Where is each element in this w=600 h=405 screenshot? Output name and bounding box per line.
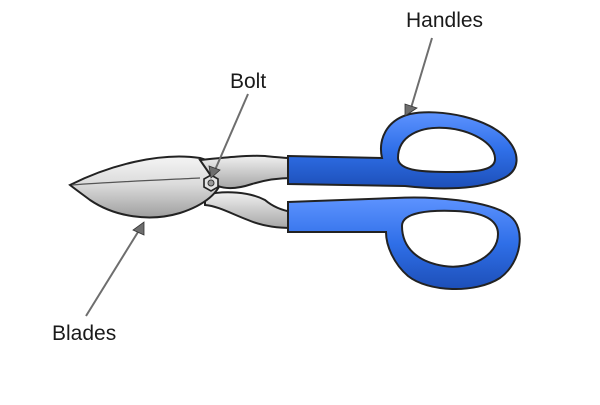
lower-handle-loop	[400, 209, 500, 268]
upper-handle-loop	[396, 126, 496, 174]
hex-nut-icon	[203, 174, 219, 192]
label-blades: Blades	[52, 322, 117, 345]
blade-edge-line	[71, 177, 201, 186]
blade	[68, 155, 224, 219]
arrow-to-handles	[404, 37, 433, 117]
label-bolt: Bolt	[230, 70, 267, 93]
label-handles: Handles	[406, 9, 484, 32]
arrow-to-bolt	[208, 93, 249, 179]
arrow-to-blades	[85, 221, 145, 317]
lower-neck	[204, 191, 293, 230]
